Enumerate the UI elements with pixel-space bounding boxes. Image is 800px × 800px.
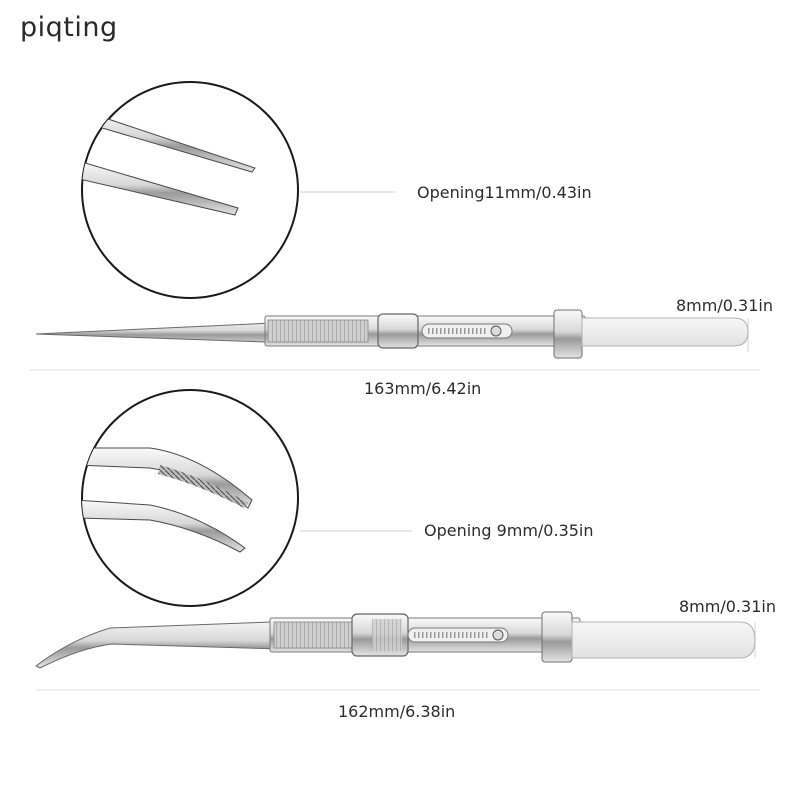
length-label-1: 163mm/6.42in: [364, 379, 482, 398]
length-label-2: 162mm/6.38in: [338, 702, 456, 721]
opening-label-2: Opening 9mm/0.35in: [424, 521, 594, 540]
detail-circle-curved-tip: [81, 389, 299, 607]
tweezers-straight: [30, 309, 760, 371]
opening-label-1: Opening11mm/0.43in: [417, 183, 592, 202]
brand-watermark: piqting: [20, 12, 118, 43]
detail-circle-straight-tip: [81, 81, 299, 299]
width-label-1: 8mm/0.31in: [676, 296, 773, 315]
tweezers-curved: [35, 611, 760, 691]
width-label-2: 8mm/0.31in: [679, 597, 776, 616]
